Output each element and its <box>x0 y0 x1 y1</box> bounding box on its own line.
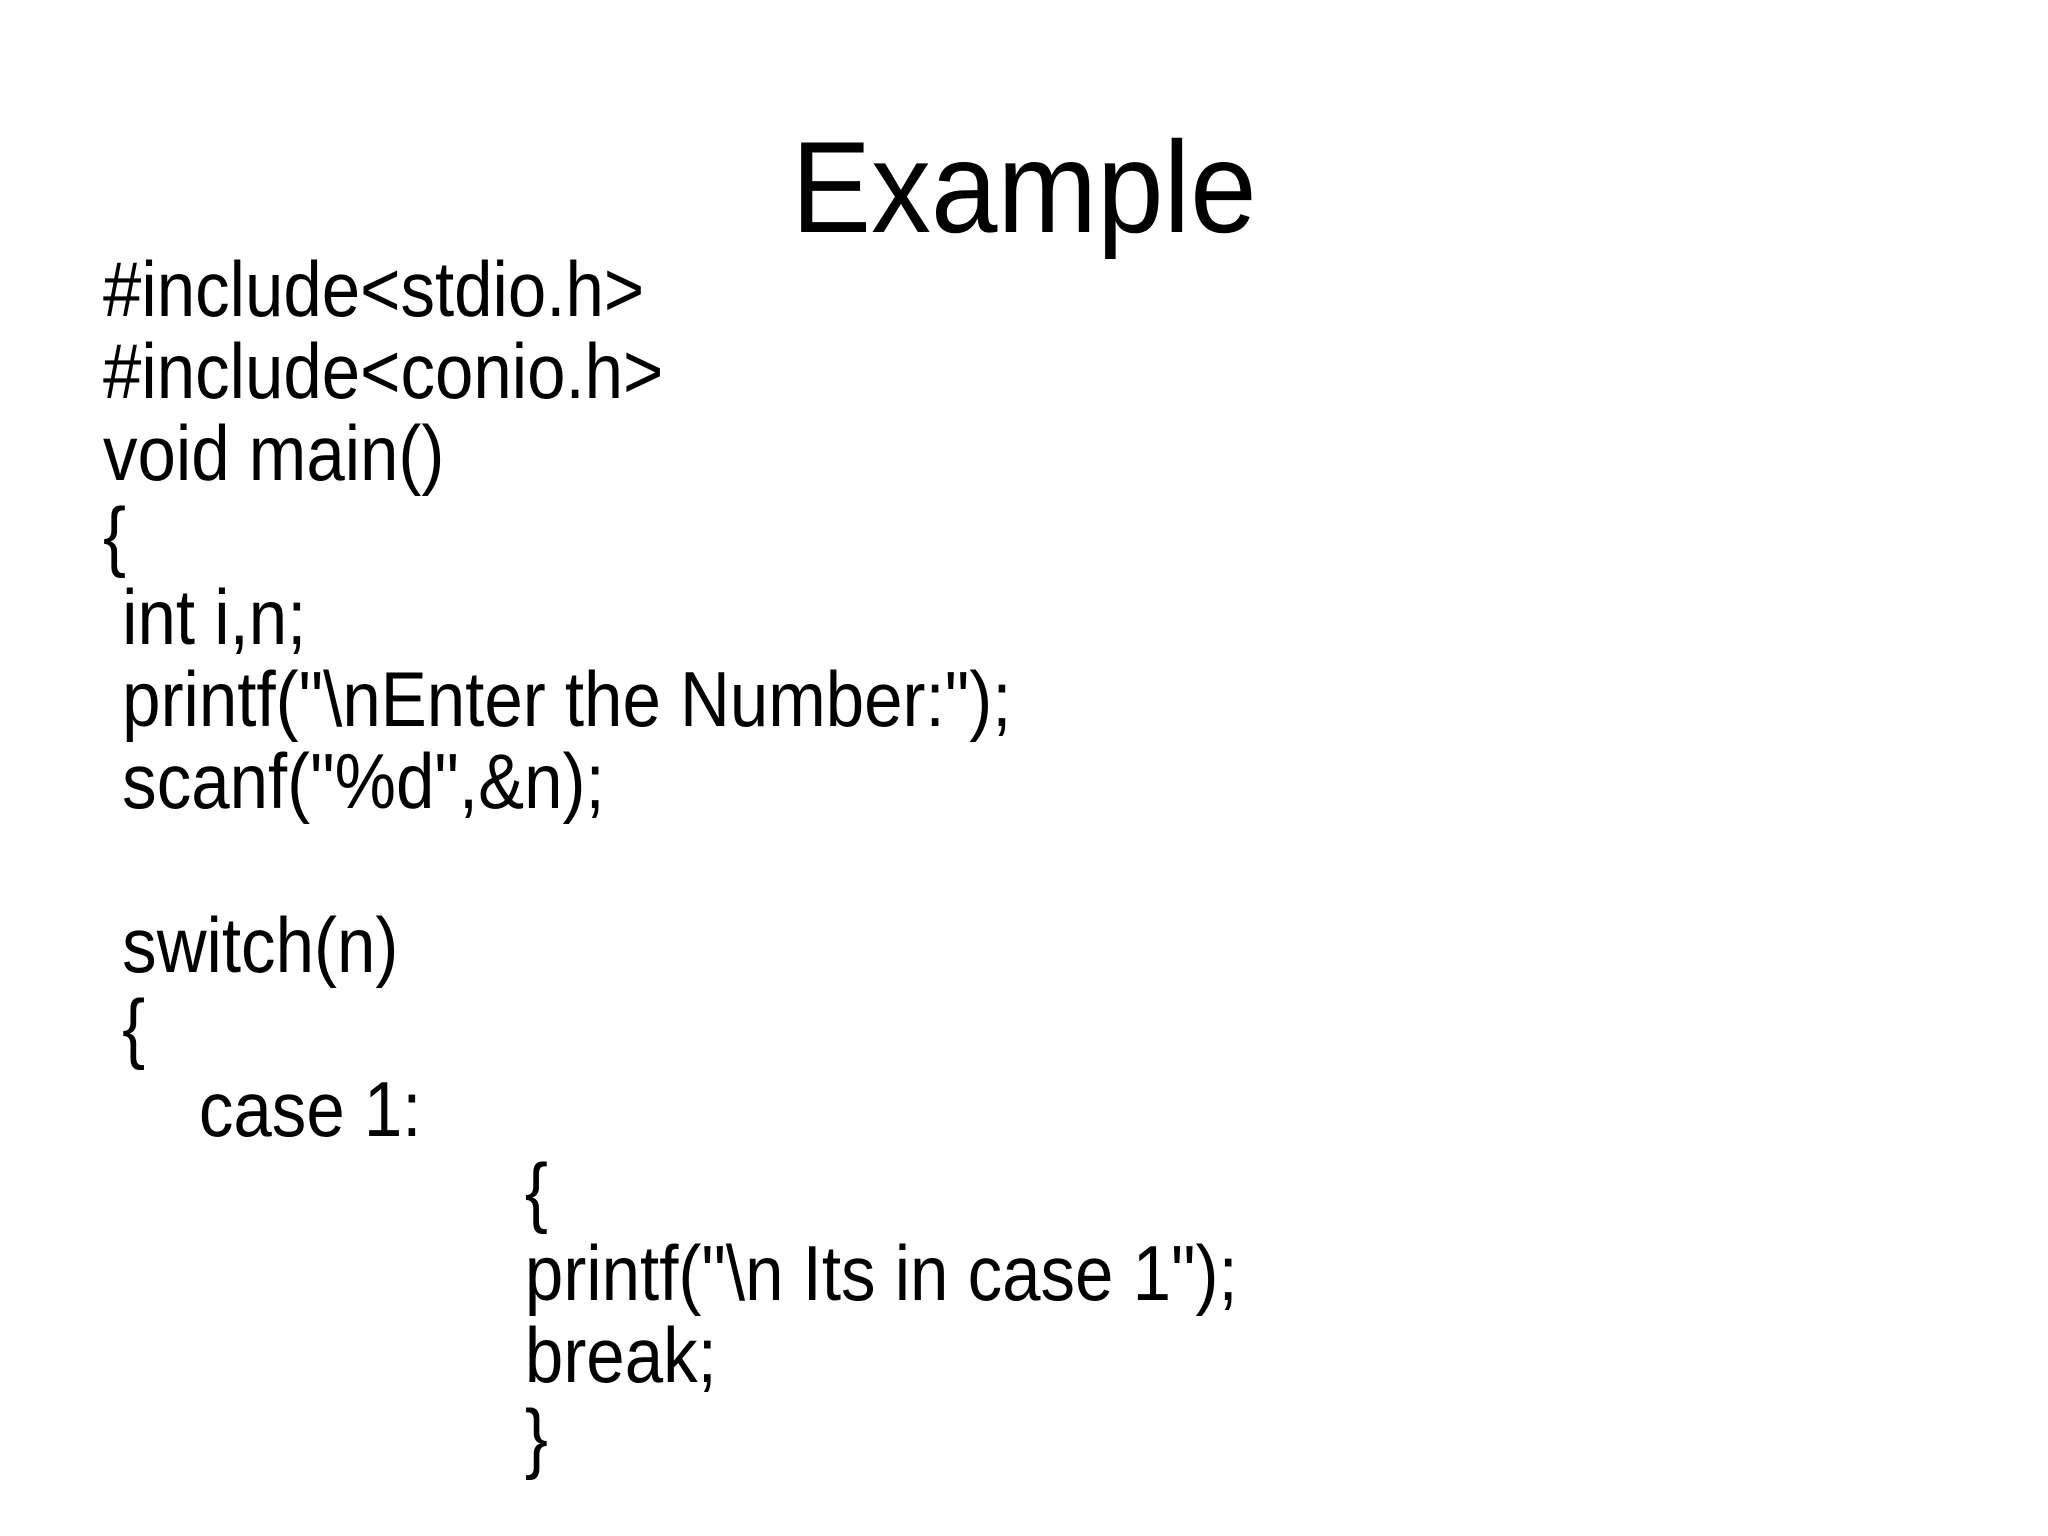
code-block: #include<stdio.h> #include<conio.h> void… <box>103 245 1238 1481</box>
slide-title: Example <box>791 114 1257 260</box>
